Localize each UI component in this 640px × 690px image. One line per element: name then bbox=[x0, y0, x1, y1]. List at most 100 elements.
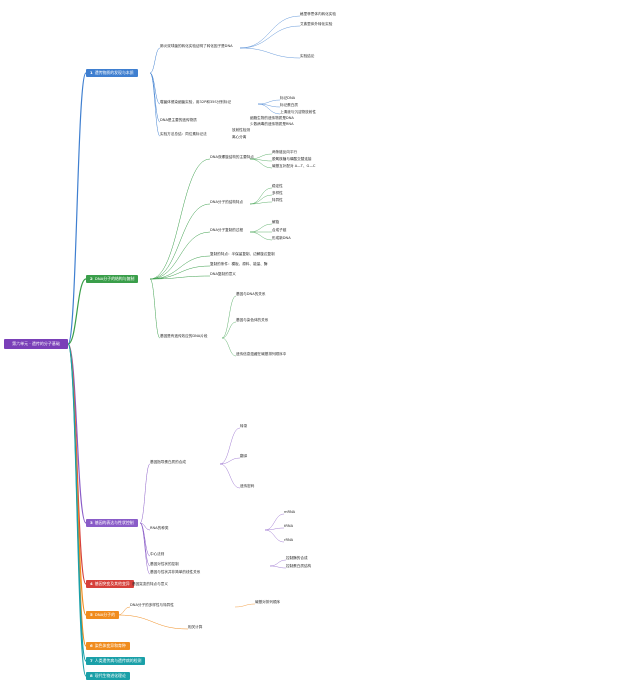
b1-connector-4 bbox=[149, 72, 161, 137]
b2-sub7-connector-2 bbox=[221, 321, 237, 339]
b1-connector-3 bbox=[149, 72, 161, 123]
b2-sub2-connector-1 bbox=[249, 187, 273, 205]
b3-node-5[interactable]: 基因与性状并非简单的线性关系 bbox=[150, 570, 201, 574]
b3-node-3[interactable]: 中心法则 bbox=[150, 552, 165, 556]
b2-sub2-connector-3 bbox=[249, 201, 273, 205]
branch-1-label: 遗传物质的发现与本质 bbox=[94, 70, 134, 75]
b3-sub4-connector-2 bbox=[269, 565, 287, 569]
b2-node-1a[interactable]: 两条链反向平行 bbox=[272, 150, 298, 154]
b2-node-2b[interactable]: 多样性 bbox=[272, 191, 283, 195]
b5-connector-2 bbox=[117, 614, 189, 630]
b3-node-4[interactable]: 基因对性状的控制 bbox=[150, 562, 179, 566]
b3-node-4b[interactable]: 控制蛋白质结构 bbox=[286, 564, 312, 568]
b1-connector-1 bbox=[149, 47, 161, 74]
b2-connector-6 bbox=[149, 275, 211, 280]
b2-node-6[interactable]: DNA复制的意义 bbox=[210, 272, 236, 276]
b1-node-1b[interactable]: 艾弗里体外转化实验 bbox=[300, 22, 333, 26]
root-node[interactable]: 第六单元 · 遗传的分子基础 bbox=[4, 339, 68, 349]
b1-node-2b[interactable]: 标记蛋白质 bbox=[280, 103, 298, 107]
b3-node-1[interactable]: 基因指导蛋白质的合成 bbox=[150, 460, 186, 464]
b3-connector-1 bbox=[139, 463, 151, 524]
branch-4-label: 基因突变及其他变异 bbox=[94, 581, 130, 586]
b3-node-2c[interactable]: rRNA bbox=[284, 538, 294, 542]
b2-node-1c[interactable]: 碱基互补配对 A—T、G—C bbox=[272, 164, 316, 168]
b2-node-3a[interactable]: 解旋 bbox=[272, 220, 280, 224]
root-connector-2 bbox=[67, 278, 87, 345]
b3-node-4a[interactable]: 控制酶的合成 bbox=[286, 556, 308, 560]
b3-node-1c[interactable]: 遗传密码 bbox=[240, 484, 255, 488]
b3-connector-2 bbox=[139, 522, 151, 531]
b2-node-7c[interactable]: 遗传信息蕴藏在碱基排列顺序中 bbox=[236, 352, 287, 356]
branch-8-label: 现代生物进化理论 bbox=[94, 673, 126, 678]
b2-sub1-connector-3 bbox=[249, 158, 273, 169]
b2-node-3b[interactable]: 合成子链 bbox=[272, 228, 287, 232]
b1-sub2-connector-3 bbox=[257, 103, 281, 115]
root-connector-1 bbox=[67, 72, 87, 345]
b1-node-2a[interactable]: 标记DNA bbox=[280, 96, 296, 100]
b2-connector-4 bbox=[149, 255, 211, 280]
b2-node-1b[interactable]: 脱氧核糖与磷酸交替连接 bbox=[272, 157, 312, 161]
b2-connector-7 bbox=[149, 278, 161, 339]
b2-node-7[interactable]: 基因是有遗传效应的DNA片段 bbox=[160, 334, 208, 338]
b2-node-3[interactable]: DNA分子复制的过程 bbox=[210, 228, 244, 232]
b3-node-2a[interactable]: mRNA bbox=[284, 510, 296, 514]
b3-node-2[interactable]: RNA的种类 bbox=[150, 526, 169, 530]
b2-connector-1 bbox=[149, 158, 211, 280]
b1-node-2c[interactable]: 上清液与沉淀物放射性 bbox=[280, 110, 316, 114]
b2-node-1[interactable]: DNA双螺旋结构的主要特点 bbox=[210, 155, 254, 159]
b5-node-1[interactable]: DNA分子的多样性与特异性 bbox=[130, 603, 174, 607]
b3-connector-5 bbox=[139, 522, 151, 575]
b1-node-3a[interactable]: 细胞生物的遗传物质是DNA bbox=[250, 116, 294, 120]
b2-node-7a[interactable]: 基因与DNA的关系 bbox=[236, 292, 266, 296]
b5-node-2[interactable]: 相关计算 bbox=[188, 625, 203, 629]
b2-node-5[interactable]: 复制的条件：模板、原料、能量、酶 bbox=[210, 262, 268, 266]
b1-node-4b[interactable]: 离心分离 bbox=[232, 135, 247, 139]
b5-node-1a[interactable]: 碱基对排列顺序 bbox=[255, 600, 281, 604]
b3-sub2-connector-3 bbox=[264, 529, 285, 543]
b1-node-1a[interactable]: 格里菲思体内转化实验 bbox=[300, 12, 336, 16]
b1-sub-connector-3 bbox=[239, 47, 301, 59]
b2-node-2a[interactable]: 稳定性 bbox=[272, 184, 283, 188]
b3-node-2b[interactable]: tRNA bbox=[284, 524, 294, 528]
b1-node-1[interactable]: 肺炎双球菌的转化实验证明了转化因子是DNA bbox=[160, 44, 233, 48]
b3-node-1a[interactable]: 转录 bbox=[240, 424, 248, 428]
branch-5-label: DNA分子的 bbox=[94, 612, 115, 617]
b3-node-1b[interactable]: 翻译 bbox=[240, 454, 248, 458]
b5-sub-connector-1 bbox=[234, 603, 256, 608]
b2-connector-5 bbox=[149, 265, 211, 280]
b2-node-4[interactable]: 复制的特点：半保留复制、边解旋边复制 bbox=[210, 252, 275, 256]
b2-connector-3 bbox=[149, 231, 211, 280]
b5-connector-1 bbox=[117, 606, 131, 616]
b2-node-7b[interactable]: 基因与染色体的关系 bbox=[236, 318, 269, 322]
b1-node-3b[interactable]: 少数病毒的遗传物质是RNA bbox=[250, 122, 294, 126]
branch-2-number: 2 bbox=[90, 276, 93, 281]
b3-sub1-connector-1 bbox=[219, 427, 241, 465]
b4-node-1[interactable]: 基因突变的特点与意义 bbox=[132, 582, 168, 586]
branch-2-label: DNA分子的结构与复制 bbox=[94, 276, 135, 281]
b2-node-2[interactable]: DNA分子的结构特点 bbox=[210, 200, 244, 204]
b3-sub4-connector-1 bbox=[269, 559, 287, 567]
b2-sub3-connector-3 bbox=[249, 231, 273, 241]
b1-node-4[interactable]: 实验方法总结：同位素标记法 bbox=[160, 132, 207, 136]
branch-8-number: 8 bbox=[90, 673, 93, 678]
b1-node-2[interactable]: 噬菌体侵染细菌实验，用32P和35S分别标记 bbox=[160, 100, 232, 104]
branch-7-number: 7 bbox=[90, 658, 93, 663]
b2-sub7-connector-1 bbox=[221, 295, 237, 339]
b2-node-3c[interactable]: 形成新DNA bbox=[272, 236, 291, 240]
b2-node-2c[interactable]: 特异性 bbox=[272, 198, 283, 202]
b1-node-3[interactable]: DNA是主要的遗传物质 bbox=[160, 118, 197, 122]
b1-sub-connector-1 bbox=[239, 15, 301, 49]
b1-node-1c[interactable]: 实验结论 bbox=[300, 54, 315, 58]
b1-node-4a[interactable]: 放射性检测 bbox=[232, 128, 250, 132]
b3-sub1-connector-2 bbox=[219, 457, 241, 465]
branch-6-label: 染色体变异和育种 bbox=[94, 643, 126, 648]
